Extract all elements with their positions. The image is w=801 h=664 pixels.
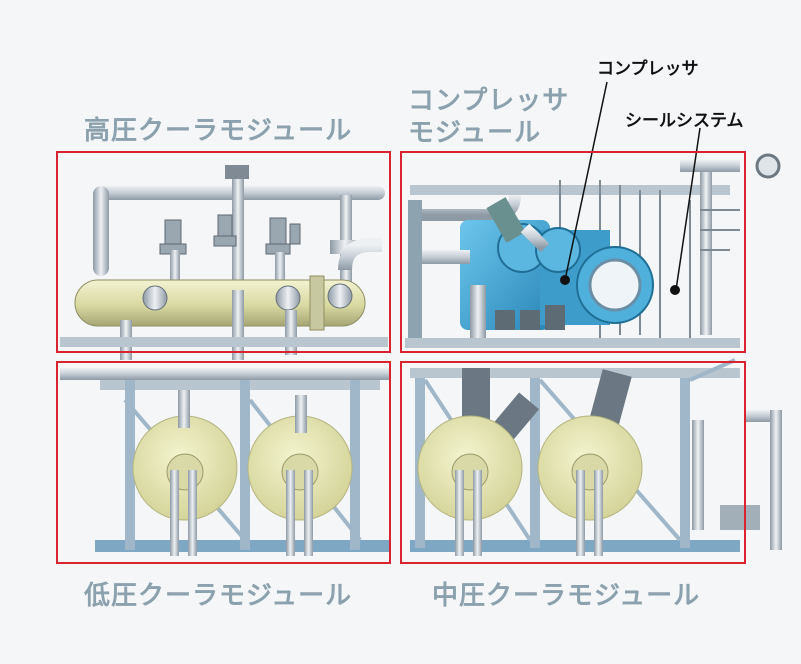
low-pressure-cooler-drawing bbox=[60, 368, 390, 556]
compressor-callout-label: コンプレッサ bbox=[597, 59, 699, 79]
compressor-module-label-line2: モジュール bbox=[408, 118, 542, 148]
seal-system-callout-label: シールシステム bbox=[625, 111, 744, 131]
compressor-module-drawing bbox=[405, 153, 781, 348]
mid-pressure-cooler-label: 中圧クーラモジュール bbox=[432, 581, 701, 611]
high-pressure-cooler-box bbox=[56, 151, 391, 353]
high-pressure-cooler-label: 高圧クーラモジュール bbox=[84, 116, 353, 146]
high-pressure-cooler-drawing bbox=[60, 165, 388, 360]
mid-pressure-cooler-box bbox=[400, 361, 746, 564]
compressor-module-label-line1: コンプレッサ bbox=[408, 86, 570, 116]
mid-pressure-cooler-drawing bbox=[410, 358, 782, 556]
seal-system-leader-line bbox=[675, 127, 701, 291]
compressor-leader-line bbox=[564, 81, 608, 281]
low-pressure-cooler-box bbox=[56, 361, 391, 564]
compressor-module-box bbox=[400, 151, 746, 353]
low-pressure-cooler-label: 低圧クーラモジュール bbox=[84, 581, 353, 611]
